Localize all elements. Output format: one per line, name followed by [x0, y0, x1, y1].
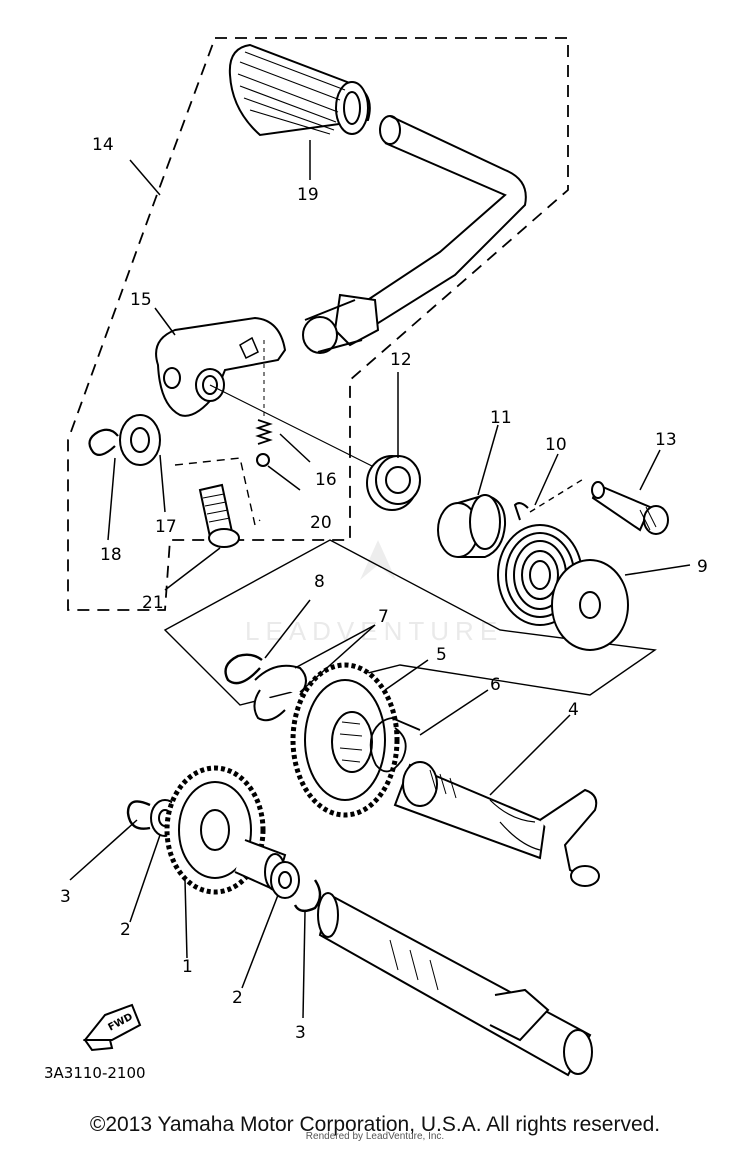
clip-7 [253, 664, 307, 722]
callout-4: 4 [568, 700, 579, 720]
callout-16: 16 [315, 470, 337, 490]
main-axle-shaft [317, 892, 593, 1077]
leader-lines [69, 140, 691, 1019]
callout-3-left: 3 [60, 887, 71, 907]
bolt-ball-outline [174, 457, 261, 527]
kick-axle-4 [393, 761, 600, 887]
callout-7: 7 [378, 607, 389, 627]
callouts: 14 19 15 12 11 10 13 16 17 20 18 9 21 8 … [44, 135, 708, 1082]
callout-15: 15 [130, 290, 152, 310]
oil-seal-12 [366, 455, 421, 511]
callout-8: 8 [314, 572, 325, 592]
callout-9: 9 [697, 557, 708, 577]
callout-20: 20 [310, 513, 332, 533]
callout-21: 21 [142, 593, 164, 613]
bolt-21 [198, 483, 240, 548]
callout-6: 6 [490, 675, 501, 695]
callout-1: 1 [182, 957, 193, 977]
callout-2-right: 2 [232, 988, 243, 1008]
kick-lever-arm [302, 115, 527, 354]
callout-13: 13 [655, 430, 677, 450]
circlip-8 [224, 653, 263, 685]
diagram-code: 3A3110-2100 [44, 1064, 146, 1082]
spring-clip-6 [369, 717, 421, 773]
kick-grip [228, 43, 371, 137]
pin-13 [591, 481, 669, 535]
kick-crank-boss [155, 316, 381, 471]
callout-5: 5 [436, 645, 447, 665]
forward-arrow-icon [82, 1003, 142, 1052]
callout-17: 17 [155, 517, 177, 537]
rendered-by-notice: Rendered by LeadVenture, Inc. [305, 1131, 445, 1142]
callout-19: 19 [297, 185, 319, 205]
callout-12: 12 [390, 350, 412, 370]
copyright-notice: ©2013 Yamaha Motor Corporation, U.S.A. A… [89, 1113, 661, 1136]
callout-3-right: 3 [295, 1023, 306, 1043]
washer-2-right [270, 861, 300, 899]
callout-10: 10 [545, 435, 567, 455]
washer-17 [119, 414, 161, 466]
washer-9 [551, 559, 629, 651]
callout-11: 11 [490, 408, 512, 428]
circlip-18 [88, 428, 119, 456]
spring-guide-11 [437, 493, 507, 558]
circlip-3-left [126, 800, 151, 830]
detent-spring [255, 419, 273, 445]
kick-idle-gear-1 [164, 765, 287, 895]
callout-2-left: 2 [120, 920, 131, 940]
watermark-text: LEADVENTURE [245, 616, 503, 646]
detent-ball [256, 453, 270, 467]
callout-18: 18 [100, 545, 122, 565]
circlip-3-right [293, 879, 322, 913]
kick-gear-5 [290, 662, 400, 818]
callout-14: 14 [92, 135, 114, 155]
